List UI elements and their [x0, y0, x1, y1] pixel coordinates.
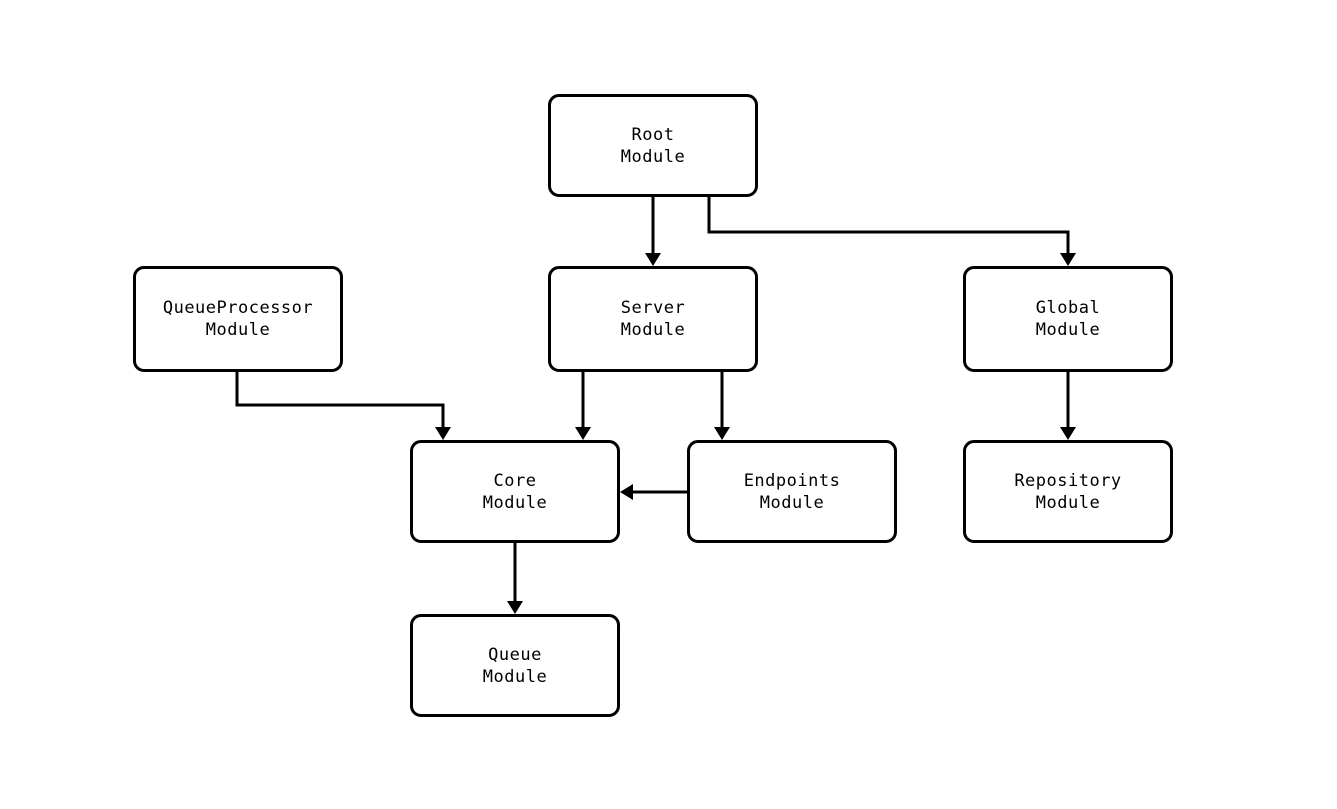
- node-label-primary: Root: [631, 124, 675, 145]
- edge-root-to-server: [645, 197, 661, 266]
- node-label-secondary: Module: [1035, 320, 1101, 340]
- edge-core-to-queue: [507, 543, 523, 614]
- node-label-primary: Repository: [1014, 470, 1122, 491]
- node-label-secondary: Module: [620, 146, 686, 167]
- node-label-primary: Queue: [488, 644, 542, 665]
- node-label-secondary: Module: [620, 320, 686, 340]
- node-label-primary: Server: [620, 298, 686, 318]
- edge-line: [235, 372, 445, 429]
- edge-endpoints-to-core: [620, 484, 687, 500]
- edge-global-to-repository: [1060, 372, 1076, 440]
- node-label-primary: Global: [1035, 298, 1101, 318]
- edge-server-to-endpoints: [714, 372, 730, 440]
- node-label-primary: Core: [493, 470, 537, 491]
- arrowhead-icon: [714, 427, 730, 440]
- node-label-primary: QueueProcessor: [162, 298, 314, 318]
- node-label-secondary: Module: [759, 492, 825, 513]
- arrowhead-icon: [1060, 427, 1076, 440]
- node-label-secondary: Module: [482, 492, 548, 513]
- node-label-secondary: Module: [205, 320, 271, 340]
- edge-queueprocessor-to-core: [235, 372, 451, 440]
- arrowhead-icon: [645, 253, 661, 266]
- arrowhead-icon: [435, 427, 451, 440]
- edge-line: [707, 197, 1070, 255]
- arrowhead-icon: [1060, 253, 1076, 266]
- edge-root-to-global: [707, 197, 1076, 266]
- edge-server-to-core: [575, 372, 591, 440]
- node-label-secondary: Module: [482, 666, 548, 687]
- node-label-secondary: Module: [1035, 492, 1101, 513]
- arrowhead-icon: [575, 427, 591, 440]
- arrowhead-icon: [620, 484, 633, 500]
- node-label-primary: Endpoints: [743, 470, 841, 491]
- arrowhead-icon: [507, 601, 523, 614]
